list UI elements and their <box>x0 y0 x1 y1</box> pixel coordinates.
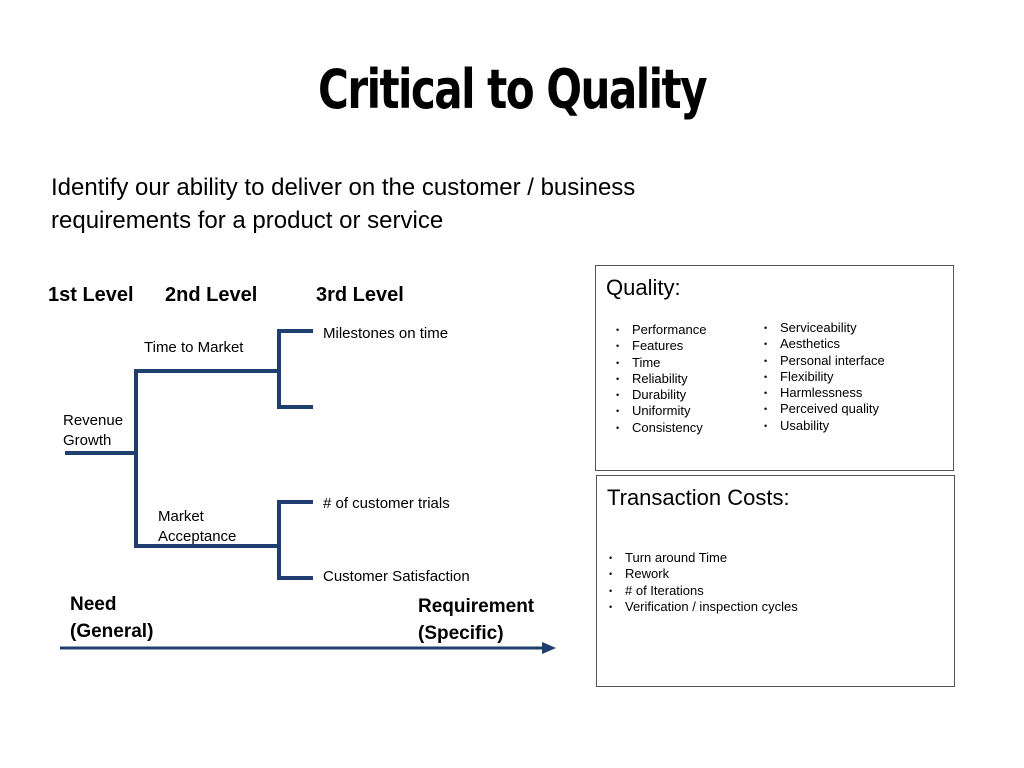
tree-branch-time-to-market: Time to Market <box>144 339 244 356</box>
quality-box: Quality: •Performance •Features •Time •R… <box>595 265 954 471</box>
transaction-costs-title: Transaction Costs: <box>607 485 790 510</box>
list-item: •Reliability <box>616 370 688 386</box>
list-item: •Verification / inspection cycles <box>609 598 798 614</box>
level-2-header: 2nd Level <box>165 284 258 306</box>
quality-box-title: Quality: <box>606 275 681 300</box>
page-title: Critical to Quality <box>318 58 708 121</box>
transaction-costs-list: •Turn around Time •Rework •# of Iteratio… <box>607 550 798 615</box>
tree-leaf-customer-trials: # of customer trials <box>323 495 450 512</box>
list-item: •Harmlessness <box>764 385 863 401</box>
tree-branch-market-acceptance: Market Acceptance <box>158 508 237 545</box>
requirement-specific-label: Requirement (Specific) <box>418 596 535 644</box>
list-item: •Uniformity <box>616 403 691 419</box>
tree-leaf-milestones: Milestones on time <box>323 325 449 342</box>
transaction-costs-box: Transaction Costs: •Turn around Time •Re… <box>596 475 955 687</box>
list-item: •Usability <box>764 417 830 433</box>
subtitle: Identify our ability to deliver on the c… <box>51 174 636 234</box>
list-item: •Perceived quality <box>764 401 879 417</box>
list-item: •Aesthetics <box>764 336 840 352</box>
list-item: •Features <box>616 338 684 354</box>
list-item: •# of Iterations <box>609 582 704 598</box>
list-item: •Personal interface <box>764 352 885 368</box>
quality-list-right: •Serviceability •Aesthetics •Personal in… <box>762 320 885 434</box>
list-item: •Consistency <box>616 419 703 435</box>
level-3-header: 3rd Level <box>316 284 404 306</box>
list-item: •Rework <box>609 566 670 582</box>
list-item: •Turn around Time <box>609 550 728 565</box>
quality-list-left: •Performance •Features •Time •Reliabilit… <box>614 322 706 436</box>
list-item: •Performance <box>616 322 707 337</box>
list-item: •Serviceability <box>764 320 857 335</box>
list-item: •Durability <box>616 387 687 403</box>
need-general-label: Need (General) <box>70 594 154 642</box>
tree-leaf-customer-satisfaction: Customer Satisfaction <box>323 568 470 585</box>
list-item: •Time <box>616 354 661 370</box>
list-item: •Flexibility <box>764 368 834 384</box>
need-to-requirement-arrow <box>60 642 556 654</box>
level-1-header: 1st Level <box>48 284 134 306</box>
tree-root-label: Revenue Growth <box>63 412 124 449</box>
